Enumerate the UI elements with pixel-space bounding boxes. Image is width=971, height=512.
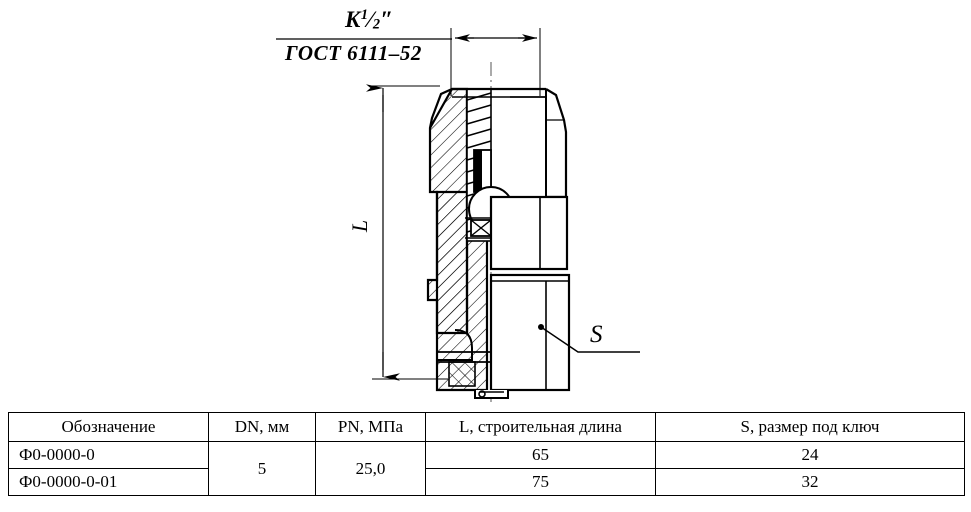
cell-designation: Ф0-0000-0 — [8, 441, 209, 469]
table-row: Ф0-0000-0-01 75 32 — [8, 468, 965, 496]
table-header-row: Обозначение DN, мм PN, МПа L, строительн… — [8, 412, 965, 442]
hex-upper — [489, 195, 569, 276]
header-dn: DN, мм — [208, 412, 316, 442]
cell-length: 75 — [425, 468, 656, 496]
lower-nipple — [474, 390, 509, 399]
cell-designation: Ф0-0000-0-01 — [8, 468, 209, 496]
wrench-size-label: S — [590, 321, 603, 348]
cell-wrench: 24 — [655, 441, 965, 469]
technical-drawing: K1⁄2″ ГОСТ 6111–52 L S — [276, 7, 640, 402]
cell-dn: 5 — [208, 441, 316, 496]
lower-seat-shoulder — [437, 329, 491, 387]
cell-wrench: 32 — [655, 468, 965, 496]
thread-numerator: 1 — [360, 7, 369, 24]
thread-prefix: K — [345, 7, 361, 32]
overall-length-dimension — [366, 84, 448, 381]
cell-length: 65 — [425, 441, 656, 469]
hex-body-wrench-flats — [489, 273, 571, 392]
header-designation: Обозначение — [8, 412, 209, 442]
valve-section-drawing — [276, 28, 640, 402]
cap-outer-taper-left — [428, 87, 453, 129]
header-length: L, строительная длина — [425, 412, 656, 442]
internal-pocket — [473, 149, 492, 193]
thread-suffix: ″ — [380, 7, 394, 32]
thread-standard-label: ГОСТ 6111–52 — [285, 41, 422, 65]
table-row: Ф0-0000-0 5 25,0 65 24 — [8, 441, 965, 496]
header-pn: PN, МПа — [315, 412, 426, 442]
cell-pn: 25,0 — [315, 441, 426, 496]
thread-denominator: 2 — [372, 16, 381, 33]
cap-outer-right — [510, 88, 568, 199]
specification-table: Обозначение DN, мм PN, МПа L, строительн… — [8, 412, 965, 496]
thread-diameter-dimension — [450, 28, 541, 96]
header-wrench: S, размер под ключ — [655, 412, 965, 442]
wrench-size-leader — [538, 324, 640, 353]
thread-designation-label: K1⁄2″ — [345, 7, 394, 33]
length-dimension-label: L — [347, 219, 373, 233]
